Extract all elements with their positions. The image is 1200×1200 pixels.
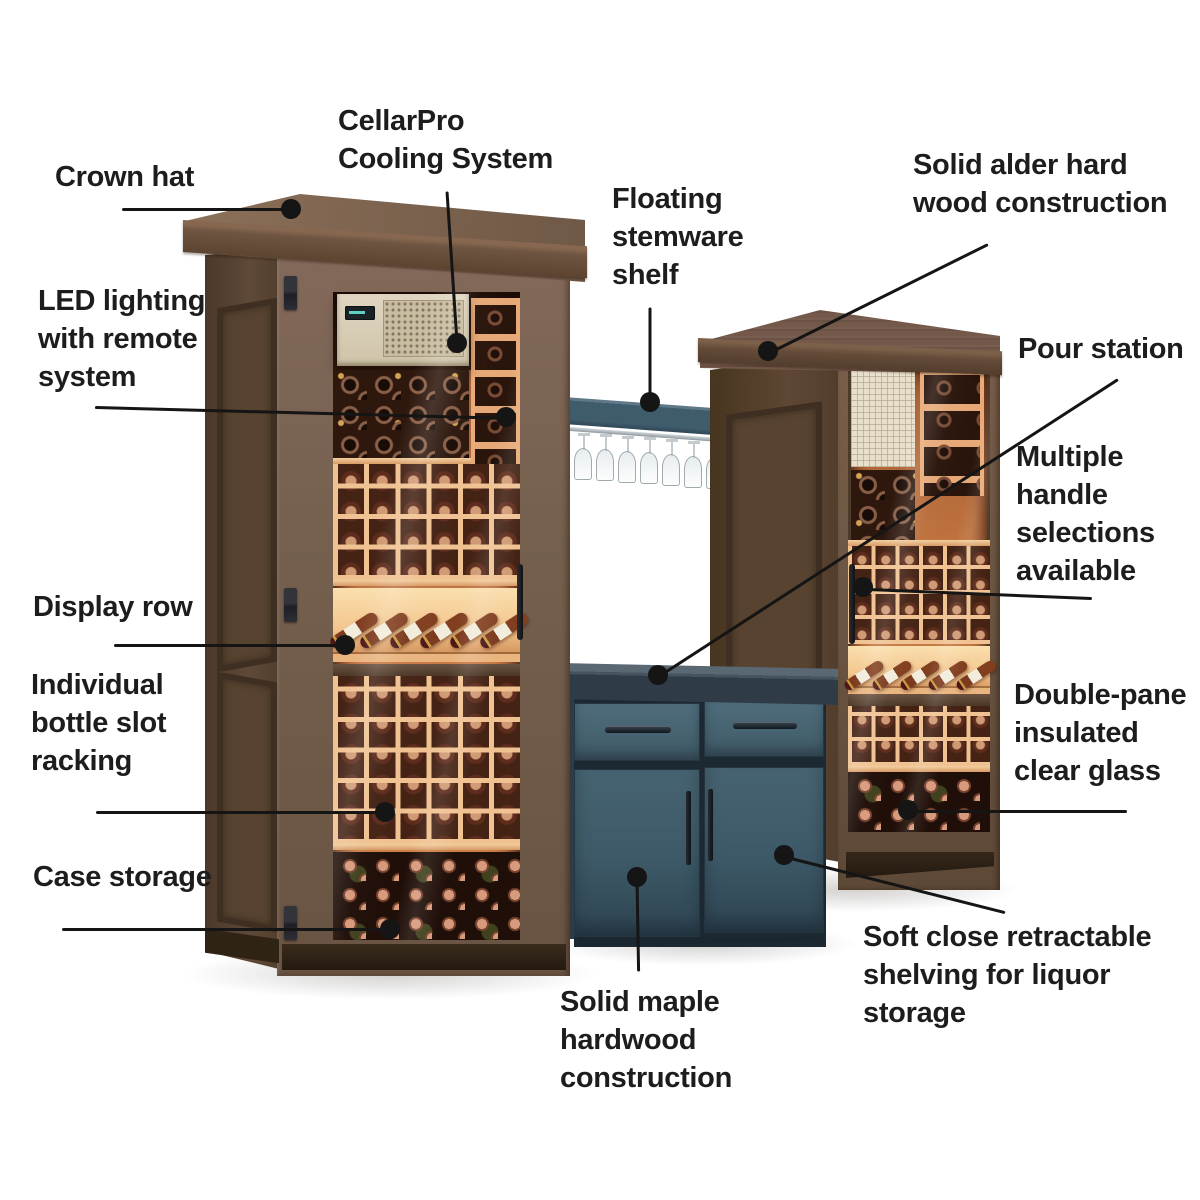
callout-stemware-shelf-dot bbox=[640, 392, 660, 412]
door-hinge bbox=[284, 588, 297, 622]
door-handle bbox=[708, 789, 713, 861]
bottle-slot-grid bbox=[848, 706, 990, 766]
bottle-slot-grid bbox=[848, 546, 990, 644]
callout-led-lighting-dot bbox=[496, 407, 516, 427]
wine-glass bbox=[684, 441, 703, 489]
cabinet-interior bbox=[842, 362, 998, 832]
base-cabinet-body bbox=[574, 699, 826, 947]
callout-solid-maple-label: Solid maple hardwood construction bbox=[560, 986, 733, 1094]
callout-display-row-label: Display row bbox=[33, 591, 193, 623]
rack-shelf bbox=[333, 580, 520, 586]
callout-crown-hat-dot bbox=[281, 199, 301, 219]
cabinet-plinth bbox=[282, 944, 566, 970]
door-hinge bbox=[284, 906, 297, 940]
callout-pour-station-dot bbox=[648, 665, 668, 685]
cooling-unit bbox=[337, 294, 469, 366]
callout-display-row-line bbox=[114, 644, 343, 647]
cabinet-door bbox=[704, 767, 824, 933]
rack-divider bbox=[333, 664, 520, 676]
cabinet-interior bbox=[327, 292, 531, 940]
cabinet-side-panel bbox=[205, 249, 279, 969]
cooling-unit-display bbox=[345, 306, 375, 320]
case-storage-bin bbox=[333, 852, 520, 940]
vent-panel bbox=[851, 365, 915, 467]
drawer-front bbox=[574, 703, 700, 761]
bottle-slot-grid bbox=[333, 464, 520, 580]
callout-crown-hat-label: Crown hat bbox=[55, 161, 195, 193]
callout-double-pane-dot bbox=[898, 800, 918, 820]
callout-case-storage-label: Case storage bbox=[33, 861, 212, 893]
bottle-slot-grid bbox=[333, 676, 520, 844]
wine-rack-column bbox=[920, 368, 984, 496]
callout-soft-close-label: Soft close retractable shelving for liqu… bbox=[863, 921, 1152, 1029]
callout-pour-station-label: Pour station bbox=[1018, 333, 1184, 365]
display-row-shelf bbox=[842, 646, 998, 696]
case-storage-bin bbox=[848, 772, 990, 832]
display-row-shelf bbox=[327, 588, 531, 662]
wine-glass bbox=[618, 436, 637, 484]
rack-shelf bbox=[333, 458, 471, 464]
rack-shelf bbox=[333, 844, 520, 850]
wine-glass bbox=[662, 439, 681, 487]
callout-soft-close-dot bbox=[774, 845, 794, 865]
callout-solid-alder-dot bbox=[758, 341, 778, 361]
pour-station-countertop bbox=[560, 663, 838, 705]
door-hinge bbox=[284, 276, 297, 310]
wine-glass bbox=[596, 434, 615, 482]
wine-glass bbox=[574, 433, 593, 481]
callout-slot-racking-dot bbox=[375, 802, 395, 822]
callout-slot-racking-label: Individual bottle slot racking bbox=[31, 669, 167, 777]
callout-double-pane-line bbox=[911, 810, 1127, 813]
wine-glass bbox=[640, 437, 659, 485]
callout-handle-selections-label: Multiple handle selections available bbox=[1016, 441, 1155, 587]
cabinet-front-frame bbox=[277, 246, 570, 976]
side-recessed-panel bbox=[217, 297, 277, 673]
door-handle bbox=[686, 791, 691, 865]
callout-display-row-dot bbox=[335, 635, 355, 655]
drawer-handle bbox=[605, 726, 671, 733]
callout-crown-hat-line bbox=[122, 208, 291, 211]
door-handle bbox=[849, 564, 855, 644]
toe-kick bbox=[578, 937, 822, 947]
callout-solid-alder-label: Solid alder hard wood construction bbox=[913, 149, 1168, 219]
callout-case-storage-dot bbox=[380, 919, 400, 939]
rack-shelf bbox=[848, 766, 990, 772]
callout-led-lighting-label: LED lighting with remote system bbox=[38, 285, 206, 393]
callout-cellarpro-label: CellarPro Cooling System bbox=[338, 105, 553, 175]
rack-divider bbox=[848, 694, 990, 706]
callout-stemware-shelf-line bbox=[648, 307, 652, 400]
door-handle bbox=[517, 564, 523, 640]
drawer-handle bbox=[733, 722, 797, 729]
callout-handle-selections-dot bbox=[853, 577, 873, 597]
callout-stemware-shelf-label: Floating stemware shelf bbox=[612, 183, 744, 291]
callout-double-pane-label: Double-pane insulated clear glass bbox=[1014, 679, 1187, 787]
cabinet-front-frame bbox=[838, 336, 1000, 890]
callout-slot-racking-line bbox=[96, 811, 384, 814]
drawer-front bbox=[704, 701, 824, 757]
side-recessed-panel bbox=[217, 671, 277, 933]
callout-solid-maple-dot bbox=[627, 867, 647, 887]
callout-case-storage-line bbox=[62, 928, 389, 931]
side-recessed-panel bbox=[726, 401, 822, 697]
callout-cellarpro-dot bbox=[447, 333, 467, 353]
rack-shelf bbox=[848, 540, 990, 546]
